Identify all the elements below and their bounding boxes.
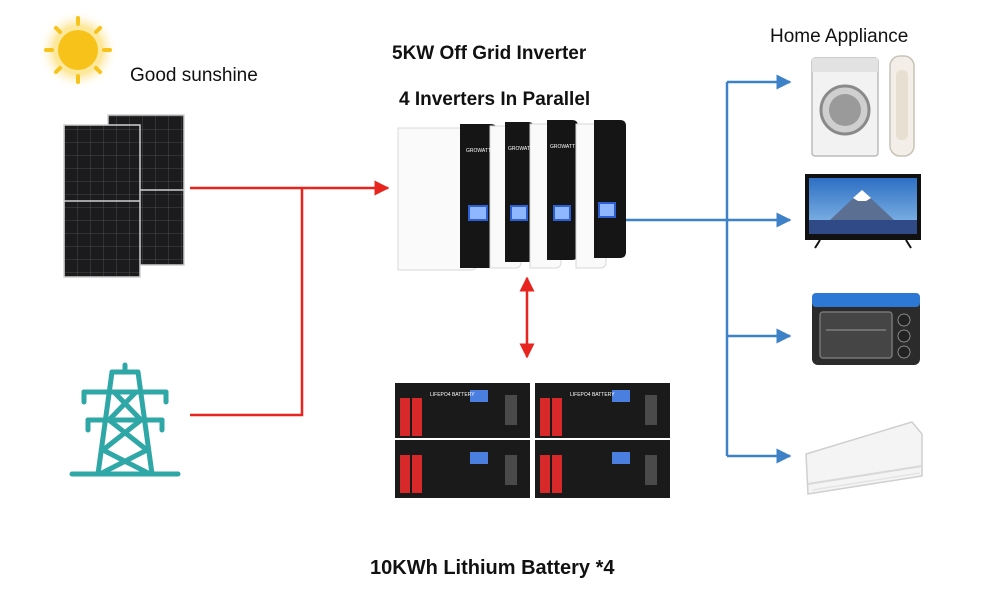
battery-title: 10KWh Lithium Battery *4 bbox=[370, 557, 615, 579]
inverter-brand-3: GROWATT bbox=[550, 144, 575, 150]
inverter-title: 5KW Off Grid Inverter bbox=[392, 43, 587, 64]
battery-icon: LIFEPO4 BATTERY bbox=[535, 383, 670, 438]
battery-icon: LIFEPO4 BATTERY bbox=[395, 383, 530, 438]
battery-bank: LIFEPO4 BATTERY LIFEPO4 BATTERY bbox=[395, 383, 670, 498]
battery-brand: LIFEPO4 BATTERY bbox=[570, 392, 615, 398]
ac-wiring bbox=[626, 74, 792, 464]
sun-icon bbox=[38, 10, 118, 90]
inverter-parallel-label: 4 Inverters In Parallel bbox=[399, 89, 591, 110]
battery-icon bbox=[535, 440, 670, 498]
dc-wiring bbox=[190, 180, 535, 417]
inverter-brand-1: GROWATT bbox=[466, 148, 491, 154]
air-conditioner-icon bbox=[805, 421, 923, 495]
washing-machine-icon bbox=[811, 57, 879, 157]
oven-icon bbox=[812, 293, 920, 365]
battery-icon bbox=[395, 440, 530, 498]
sunshine-label: Good sunshine bbox=[130, 65, 258, 86]
solar-panel-icon bbox=[63, 114, 185, 278]
inverter-icon: GROWATT GROWATT GROWATT bbox=[397, 120, 626, 271]
inverter-brand-2: GROWATT bbox=[508, 146, 533, 152]
home-appliance-title: Home Appliance bbox=[770, 26, 909, 47]
grid-tower-icon bbox=[69, 362, 181, 477]
battery-brand: LIFEPO4 BATTERY bbox=[430, 392, 475, 398]
tower-fan-icon bbox=[889, 55, 915, 157]
tv-icon bbox=[805, 174, 921, 249]
